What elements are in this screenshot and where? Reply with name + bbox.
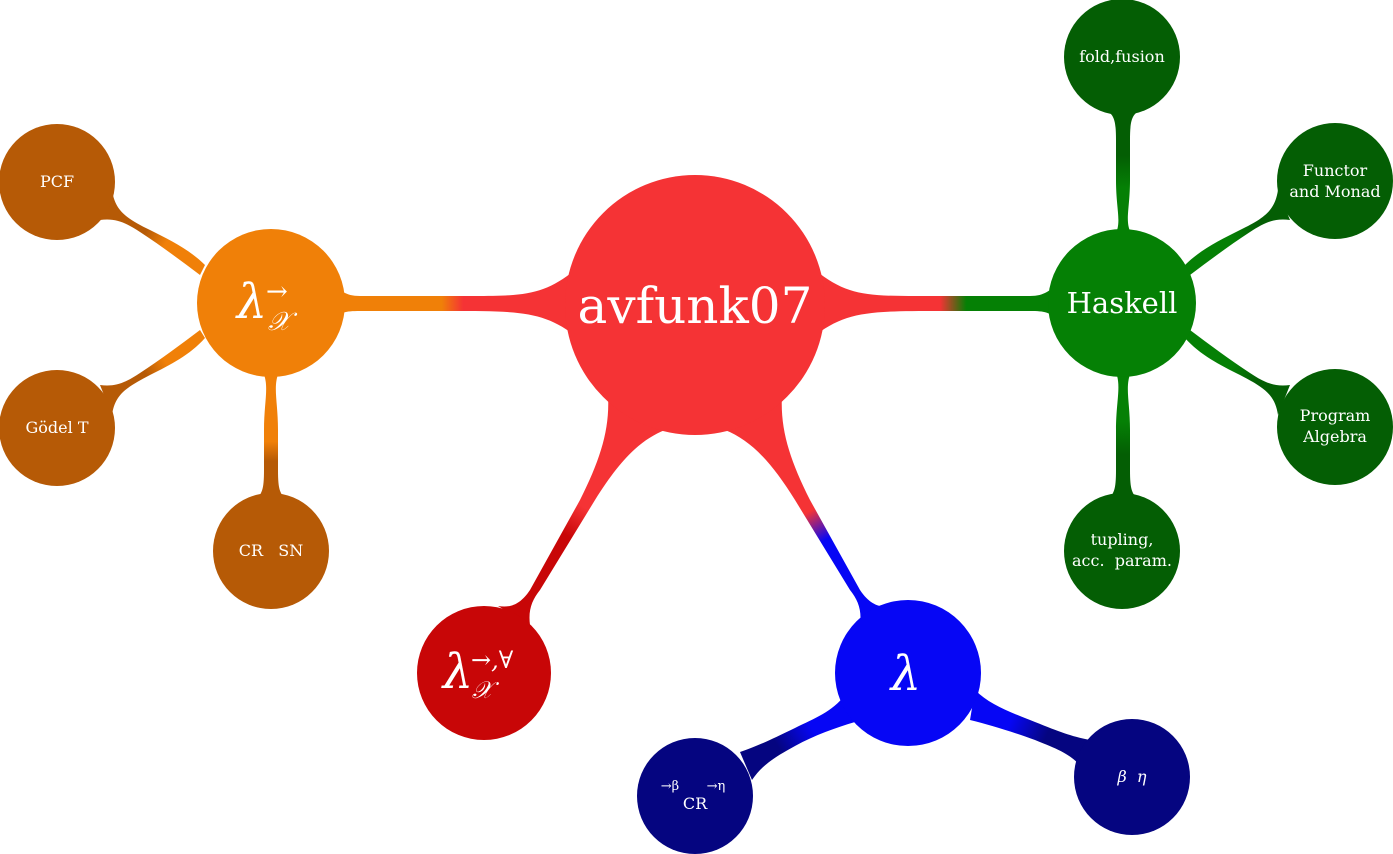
crsn-label: CR SN [239,541,304,560]
lambda-arrow-symbol: λ [235,274,267,330]
beta-eta-node: β η [1074,719,1190,835]
lambda-arrow-node: λ → 𝒳 [197,229,345,377]
lambda-symbol: λ [889,646,921,702]
pcf-label: PCF [40,172,74,191]
connectors [100,110,1290,780]
cr-arrow-beta: →β [661,779,679,794]
program-label-line2: Algebra [1302,427,1367,446]
cr-arrow-eta: →η [707,779,726,794]
functor-label-line1: Functor [1303,161,1368,180]
haskell-node: Haskell [1048,229,1196,377]
connector-haskell-fold [1106,110,1140,235]
godel-node: Gödel T [0,370,115,486]
program-algebra-node: Program Algebra [1277,369,1393,485]
tupling-label-line2: acc. param. [1072,551,1172,570]
connector-haskell-tupling [1106,370,1140,500]
lambda-node: λ [835,600,981,746]
cr-node: →β →η CR [637,738,753,854]
center-label: avfunk07 [578,277,813,335]
connector-haskell-program [1185,330,1290,415]
connector-lambda-crsn [254,370,288,500]
godel-label: Gödel T [26,418,89,437]
connector-lambda-betaeta [970,690,1090,768]
crsn-node: CR SN [213,493,329,609]
program-label-line1: Program [1300,406,1371,425]
connector-center-lambda-arrow [330,270,578,338]
beta-eta-label: β η [1116,767,1146,786]
fold-fusion-label: fold,fusion [1079,47,1165,66]
fold-fusion-node: fold,fusion [1064,0,1180,115]
connector-lambda-pcf [100,190,205,275]
connector-center-lambda [725,395,892,625]
pcf-node: PCF [0,124,115,240]
functor-label-line2: and Monad [1289,182,1380,201]
lambda-forall-symbol: λ [441,644,473,700]
lambda-arrow-sup: → [266,277,288,307]
lambda-forall-node: λ →,∀ 𝒳 [417,606,551,740]
tupling-label-line1: tupling, [1091,530,1154,549]
haskell-label: Haskell [1067,286,1178,320]
functor-monad-node: Functor and Monad [1277,123,1393,239]
center-node: avfunk07 [565,175,825,435]
connector-lambda-cr [740,695,855,780]
connector-lambda-godel [100,330,205,415]
connector-haskell-functor [1185,190,1290,275]
lambda-forall-sup: →,∀ [471,646,514,674]
cr-label: CR [683,794,708,813]
connector-center-lambda-forall [498,395,665,625]
connector-center-haskell [812,270,1060,338]
tupling-node: tupling, acc. param. [1064,493,1180,609]
